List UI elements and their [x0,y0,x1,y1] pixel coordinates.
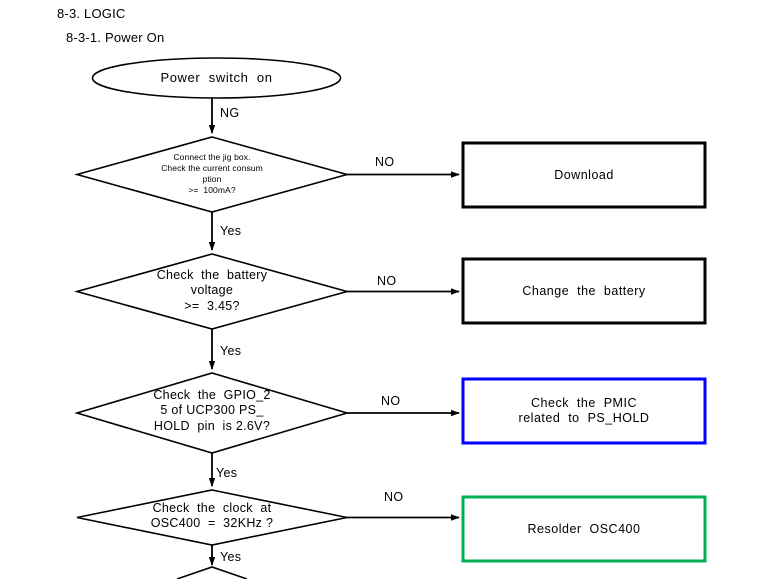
edge-label-no-decision1: NO [375,155,395,169]
action-resolder-osc400-label: Resolder OSC400 [527,522,641,536]
subsection-heading-power-on: 8-3-1. Power On [66,30,165,45]
decision-osc400-clock-label: Check the clock at OSC400 = 32KHz ? [150,501,274,531]
edge-label-yes-decision3: Yes [216,466,238,480]
section-heading-logic: 8-3. LOGIC [57,6,126,21]
decision-battery-voltage-label: Check the battery voltage >= 3.45? [156,268,268,313]
action-download-label: Download [554,168,614,182]
decision-gpio-ps-hold-label: Check the GPIO_2 5 of UCP300 PS_ HOLD pi… [153,388,271,433]
action-resolder-osc400-shape [461,495,707,563]
terminal-power-switch-on-shape [91,57,342,99]
edge-label-no-decision2: NO [377,274,397,288]
action-change-the-battery-shape [461,257,707,325]
action-change-the-battery-label: Change the battery [522,284,646,298]
action-check-pmic-shape [461,377,707,445]
edge-label-ng: NG [220,106,240,120]
action-download-shape [461,141,707,209]
edge-label-yes-decision1: Yes [220,224,242,238]
edge-label-no-decision3: NO [381,394,401,408]
terminal-power-switch-on-label: Power switch on [160,70,273,85]
decision-current-consumption-label: Connect the jig box. Check the current c… [161,152,263,196]
edge-label-yes-decision4: Yes [220,550,242,564]
edge-label-yes-decision2: Yes [220,344,242,358]
decision-next-partial-shape [176,566,248,579]
action-check-pmic-label: Check the PMIC related to PS_HOLD [518,396,650,425]
edge-label-no-decision4: NO [384,490,404,504]
